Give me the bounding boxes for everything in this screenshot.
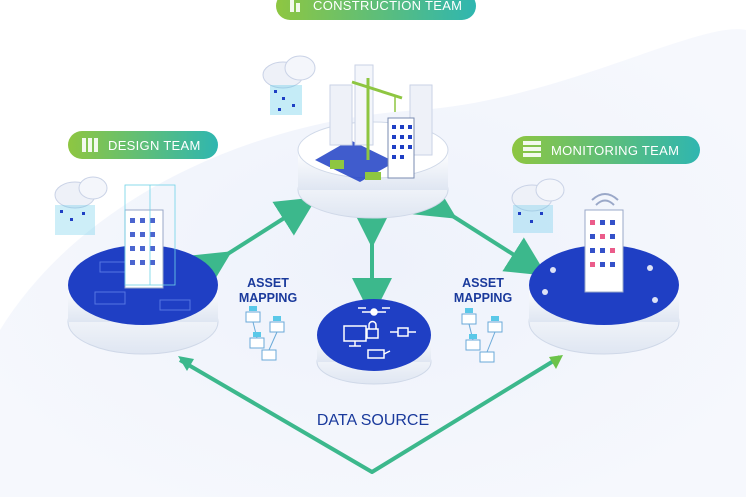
camera-icon — [367, 349, 391, 359]
blueprint-icon — [82, 138, 98, 152]
satellite-icon — [390, 327, 416, 337]
cloud-icon — [262, 55, 316, 115]
arrowhead-v-right — [549, 355, 563, 369]
asset-mapping-left-line1: ASSET — [247, 276, 289, 290]
arrow-v-bottom — [178, 355, 562, 474]
server-icon — [523, 141, 541, 157]
construction-node — [262, 55, 449, 219]
arrow-design-construction — [187, 197, 317, 290]
drone-icon — [358, 307, 390, 316]
lock-icon — [366, 320, 379, 339]
arrow-construction-monitoring — [412, 180, 547, 276]
connection-arrows — [178, 180, 562, 474]
network-icon — [461, 308, 503, 363]
design-node — [54, 176, 219, 355]
arrowhead-v-left — [178, 356, 194, 371]
monitoring-team-pill: MONITORING TEAM — [512, 136, 700, 164]
asset-mapping-right-line1: ASSET — [462, 276, 504, 290]
building-icon — [124, 184, 176, 289]
construction-team-label: CONSTRUCTION TEAM — [313, 0, 462, 13]
data-source-node — [316, 299, 432, 385]
asset-mapping-right-line2: MAPPING — [454, 291, 512, 305]
monitor-icon — [343, 325, 367, 347]
asset-mapping-left-line2: MAPPING — [239, 291, 297, 305]
network-icon — [245, 306, 285, 361]
building-icon — [584, 193, 624, 293]
design-team-pill: DESIGN TEAM — [68, 131, 218, 159]
crane-icon — [351, 78, 403, 160]
monitoring-team-label: MONITORING TEAM — [551, 143, 679, 158]
cloud-icon — [511, 178, 565, 233]
crane-icon — [290, 0, 300, 12]
cloud-icon — [54, 176, 108, 235]
monitoring-node — [511, 178, 680, 355]
construction-team-pill: CONSTRUCTION TEAM — [276, 0, 476, 20]
construction-site-illustration — [315, 64, 433, 182]
design-team-label: DESIGN TEAM — [108, 138, 201, 153]
data-source-label: DATA SOURCE — [317, 412, 429, 429]
